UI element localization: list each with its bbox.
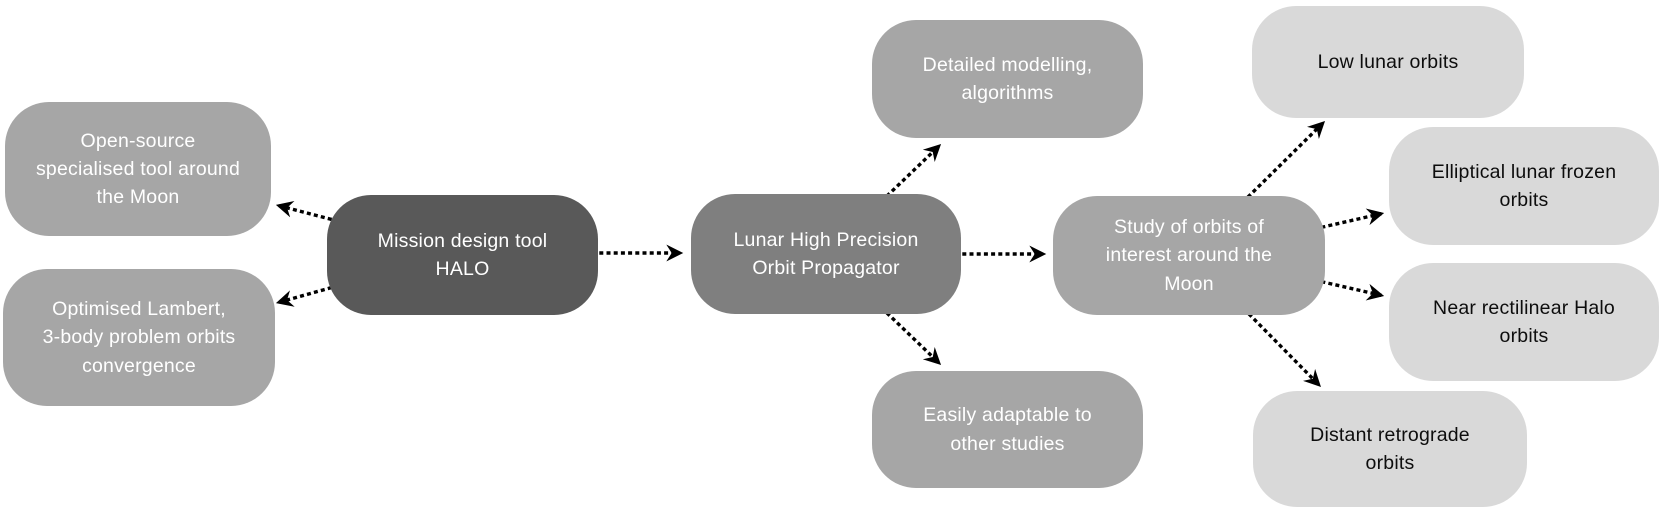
node-study-of-orbits: Study of orbits of interest around the M… <box>1053 196 1325 315</box>
node-detailed-modelling: Detailed modelling, algorithms <box>872 20 1143 138</box>
node-detailed-modelling-label: Detailed modelling, algorithms <box>922 53 1093 104</box>
node-mission-design-halo-label: Mission design tool HALO <box>377 229 548 280</box>
node-easily-adaptable-label: Easily adaptable to other studies <box>923 404 1092 455</box>
edge-study-to-elliptical <box>1320 208 1385 230</box>
edge-halo-to-open-source <box>275 200 333 222</box>
edge-study-to-low-lunar <box>1246 121 1326 199</box>
node-easily-adaptable: Easily adaptable to other studies <box>872 371 1143 488</box>
node-optimised-lambert-label: Optimised Lambert, 3-body problem orbits… <box>42 298 236 377</box>
node-near-rectilinear-halo: Near rectilinear Halo orbits <box>1389 263 1659 381</box>
node-near-rectilinear-halo-label: Near rectilinear Halo orbits <box>1433 296 1615 347</box>
node-lunar-propagator: Lunar High Precision Orbit Propagator <box>691 194 961 314</box>
edge-lunar-to-detailed <box>885 144 942 198</box>
edge-halo-to-optimised <box>275 285 333 307</box>
node-open-source-tool-label: Open-source specialised tool around the … <box>35 129 241 209</box>
edge-study-to-distant <box>1247 312 1321 388</box>
edge-lunar-to-easily <box>885 311 942 365</box>
node-distant-retrograde: Distant retrograde orbits <box>1253 391 1527 507</box>
node-open-source-tool: Open-source specialised tool around the … <box>5 102 271 236</box>
node-study-of-orbits-label: Study of orbits of interest around the M… <box>1105 216 1273 295</box>
node-elliptical-frozen-orbits: Elliptical lunar frozen orbits <box>1389 127 1659 245</box>
node-lunar-propagator-label: Lunar High Precision Orbit Propagator <box>733 228 919 279</box>
node-mission-design-halo: Mission design tool HALO <box>327 195 598 315</box>
edge-study-to-near-rect <box>1320 279 1385 301</box>
node-optimised-lambert: Optimised Lambert, 3-body problem orbits… <box>3 269 275 406</box>
node-low-lunar-orbits: Low lunar orbits <box>1252 6 1524 118</box>
node-low-lunar-orbits-label: Low lunar orbits <box>1317 50 1459 73</box>
node-distant-retrograde-label: Distant retrograde orbits <box>1310 423 1470 474</box>
node-elliptical-frozen-orbits-label: Elliptical lunar frozen orbits <box>1431 160 1617 211</box>
